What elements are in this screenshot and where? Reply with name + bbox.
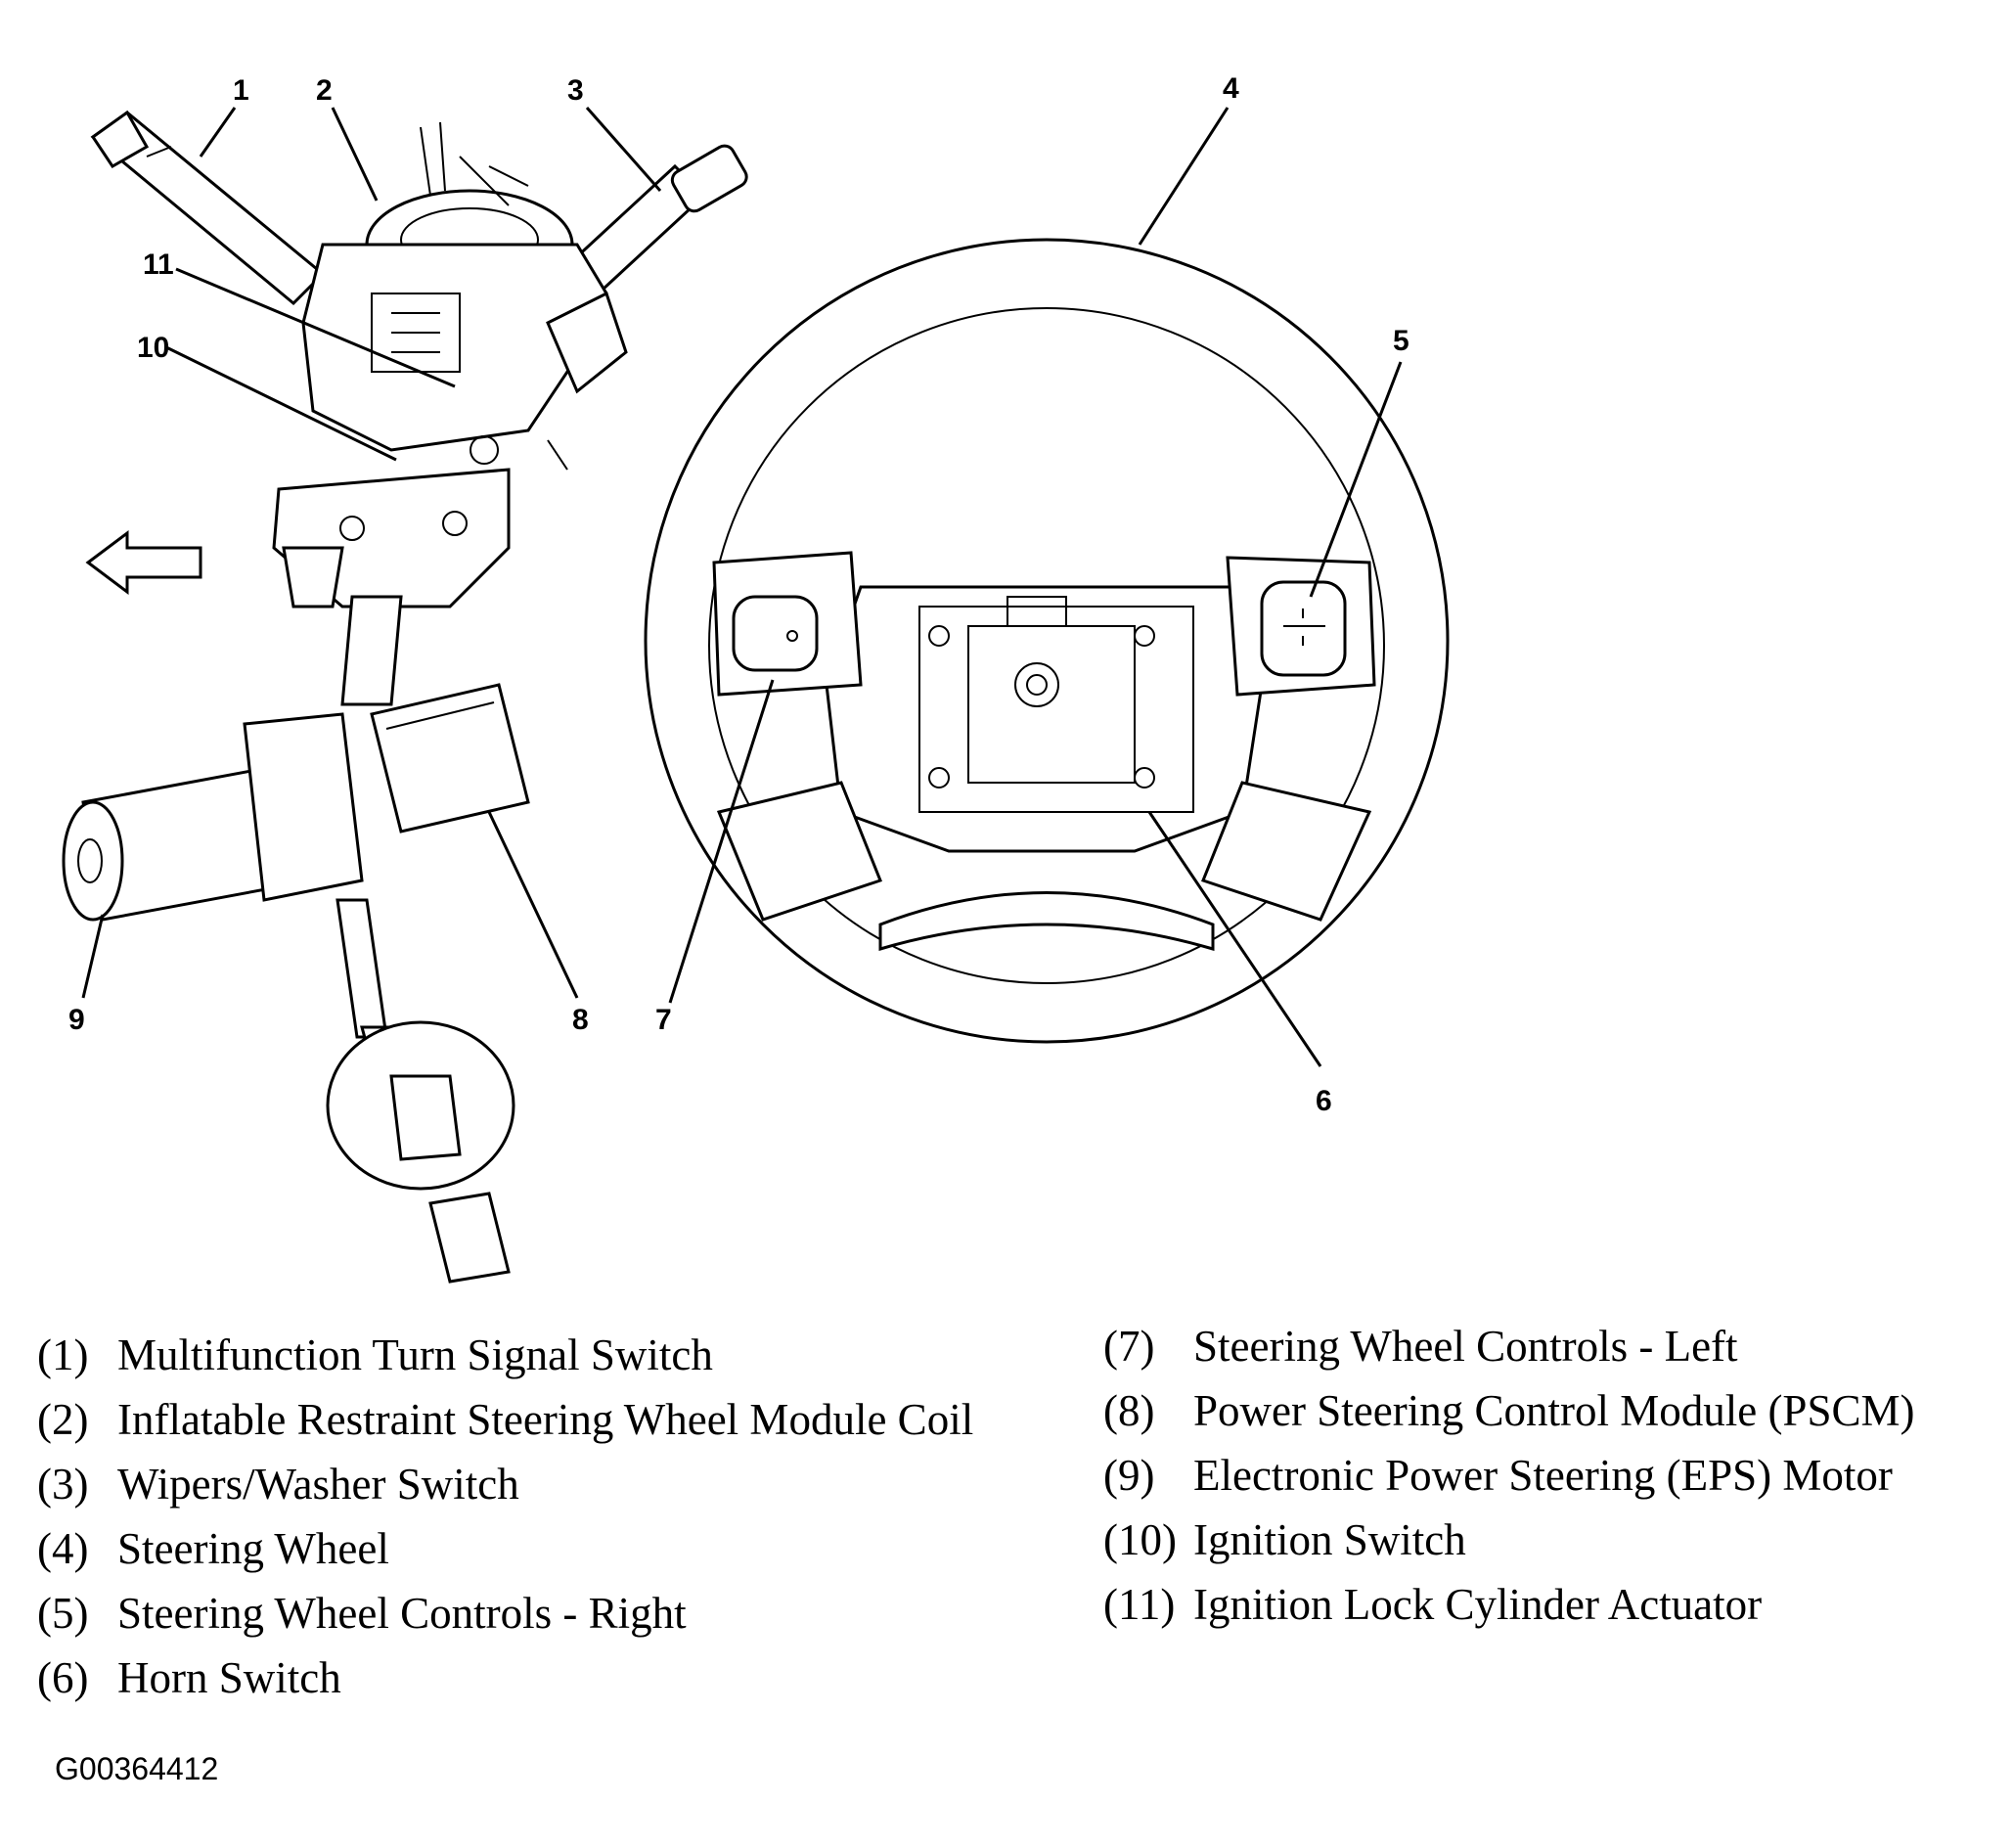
left-controls-pod [712,551,863,697]
legend-num: (10) [1103,1515,1177,1564]
right-controls-pod [1226,556,1376,697]
legend-item: (5) Steering Wheel Controls - Right [37,1581,973,1645]
callout-10: 10 [137,332,169,364]
legend-left: (1) Multifunction Turn Signal Switch (2) I… [37,1323,973,1710]
legend-item: (2) Inflatable Restraint Steering Wheel M… [37,1387,973,1452]
legend-label: Multifunction Turn Signal Switch [117,1330,713,1379]
switch-housing [301,243,628,471]
callout-3: 3 [567,74,584,107]
legend-label: Steering Wheel [117,1524,389,1573]
power-steering-control-module [370,683,530,834]
legend-label: Ignition Lock Cylinder Actuator [1193,1580,1763,1629]
legend-label: Inflatable Restraint Steering Wheel Modu… [117,1395,974,1444]
figure-id: G00364412 [55,1751,219,1786]
legend-item: (11) Ignition Lock Cylinder Actuator [1103,1572,1915,1637]
legend-item: (10) Ignition Switch [1103,1508,1915,1572]
callout-9: 9 [68,1004,85,1036]
eps-motor [62,712,364,922]
callout-8: 8 [572,1004,589,1036]
legend-item: (6) Horn Switch [37,1645,973,1710]
callout-2: 2 [316,74,333,107]
legend-num: (4) [37,1524,89,1573]
legend-label: Horn Switch [117,1653,341,1702]
legend-num: (6) [37,1653,89,1702]
legend-num: (2) [37,1395,89,1444]
legend-label: Power Steering Control Module (PSCM) [1193,1386,1915,1435]
callout-numbers: 1 2 3 4 5 6 7 8 9 10 11 [68,72,1409,1117]
legend-item: (3) Wipers/Washer Switch [37,1452,973,1516]
legend-num: (9) [1103,1451,1155,1500]
callout-6: 6 [1316,1085,1332,1117]
callout-4: 4 [1223,72,1239,105]
legend-label: Steering Wheel Controls - Right [117,1589,687,1638]
column-bracket [272,468,511,608]
legend-num: (8) [1103,1386,1155,1435]
steering-column-assembly [62,110,748,1284]
legend-item: (9) Electronic Power Steering (EPS) Motor [1103,1443,1915,1508]
turn-signal-lever [90,110,326,306]
direction-arrow-icon [85,530,202,595]
legend-num: (5) [37,1589,89,1638]
legend-label: Ignition Switch [1193,1515,1466,1564]
lower-u-joint [428,1192,511,1284]
legend-item: (4) Steering Wheel [37,1516,973,1581]
leader-lines [81,107,1403,1067]
legend-num: (1) [37,1330,89,1379]
intermediate-shaft [336,898,388,1039]
callout-5: 5 [1393,325,1409,357]
legend-label: Electronic Power Steering (EPS) Motor [1193,1451,1893,1500]
callout-11: 11 [143,248,174,281]
column-shaft-upper [340,595,403,706]
steering-wheel-drawing [644,238,1450,1044]
legend-num: (3) [37,1460,89,1509]
legend-item: (7) Steering Wheel Controls - Left [1103,1314,1915,1378]
legend-num: (7) [1103,1322,1155,1371]
callout-7: 7 [655,1004,672,1036]
legend-label: Steering Wheel Controls - Left [1193,1322,1738,1371]
legend-label: Wipers/Washer Switch [117,1460,519,1509]
legend-num: (11) [1103,1580,1176,1629]
legend-item: (1) Multifunction Turn Signal Switch [37,1323,973,1387]
legend-right: (7) Steering Wheel Controls - Left (8) Pow… [1103,1314,1915,1637]
callout-1: 1 [233,74,249,107]
legend-item: (8) Power Steering Control Module (PSCM) [1103,1378,1915,1443]
